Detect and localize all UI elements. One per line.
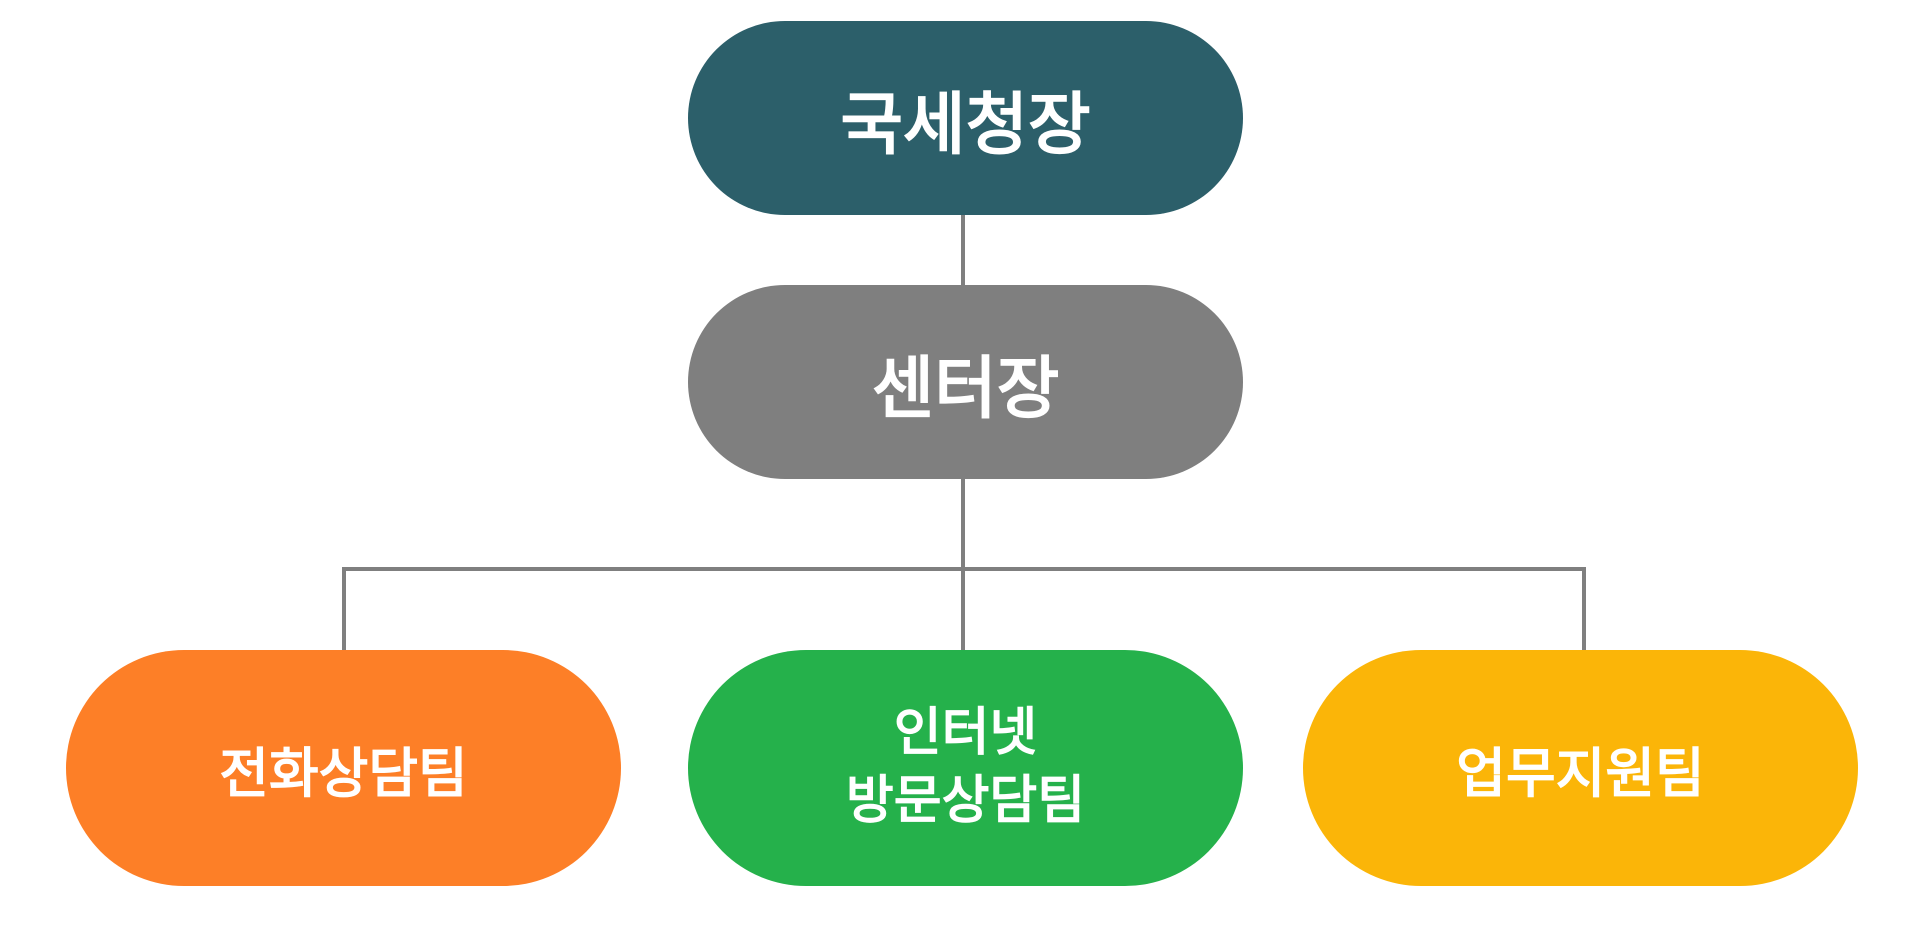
node-commissioner: 국세청장	[688, 21, 1243, 215]
node-support-team: 업무지원팀	[1303, 650, 1858, 886]
connector-commissioner-center	[961, 215, 965, 285]
node-phone-team-label: 전화상담팀	[219, 741, 468, 805]
node-phone-team: 전화상담팀	[66, 650, 621, 886]
node-internet-team-label-line2: 방문상담팀	[845, 771, 1086, 831]
connector-to-phone-team	[342, 567, 346, 650]
connector-center-trunk	[961, 479, 965, 650]
connector-branch-bar	[342, 567, 1586, 571]
node-support-team-label: 업무지원팀	[1456, 741, 1705, 805]
node-center-head: 센터장	[688, 285, 1243, 479]
node-internet-team-label-line1: 인터넷	[893, 703, 1038, 764]
node-internet-team: 인터넷 방문상담팀	[688, 650, 1243, 886]
connector-to-support-team	[1582, 567, 1586, 650]
node-center-head-label: 센터장	[871, 349, 1060, 429]
node-commissioner-label: 국세청장	[840, 85, 1091, 165]
